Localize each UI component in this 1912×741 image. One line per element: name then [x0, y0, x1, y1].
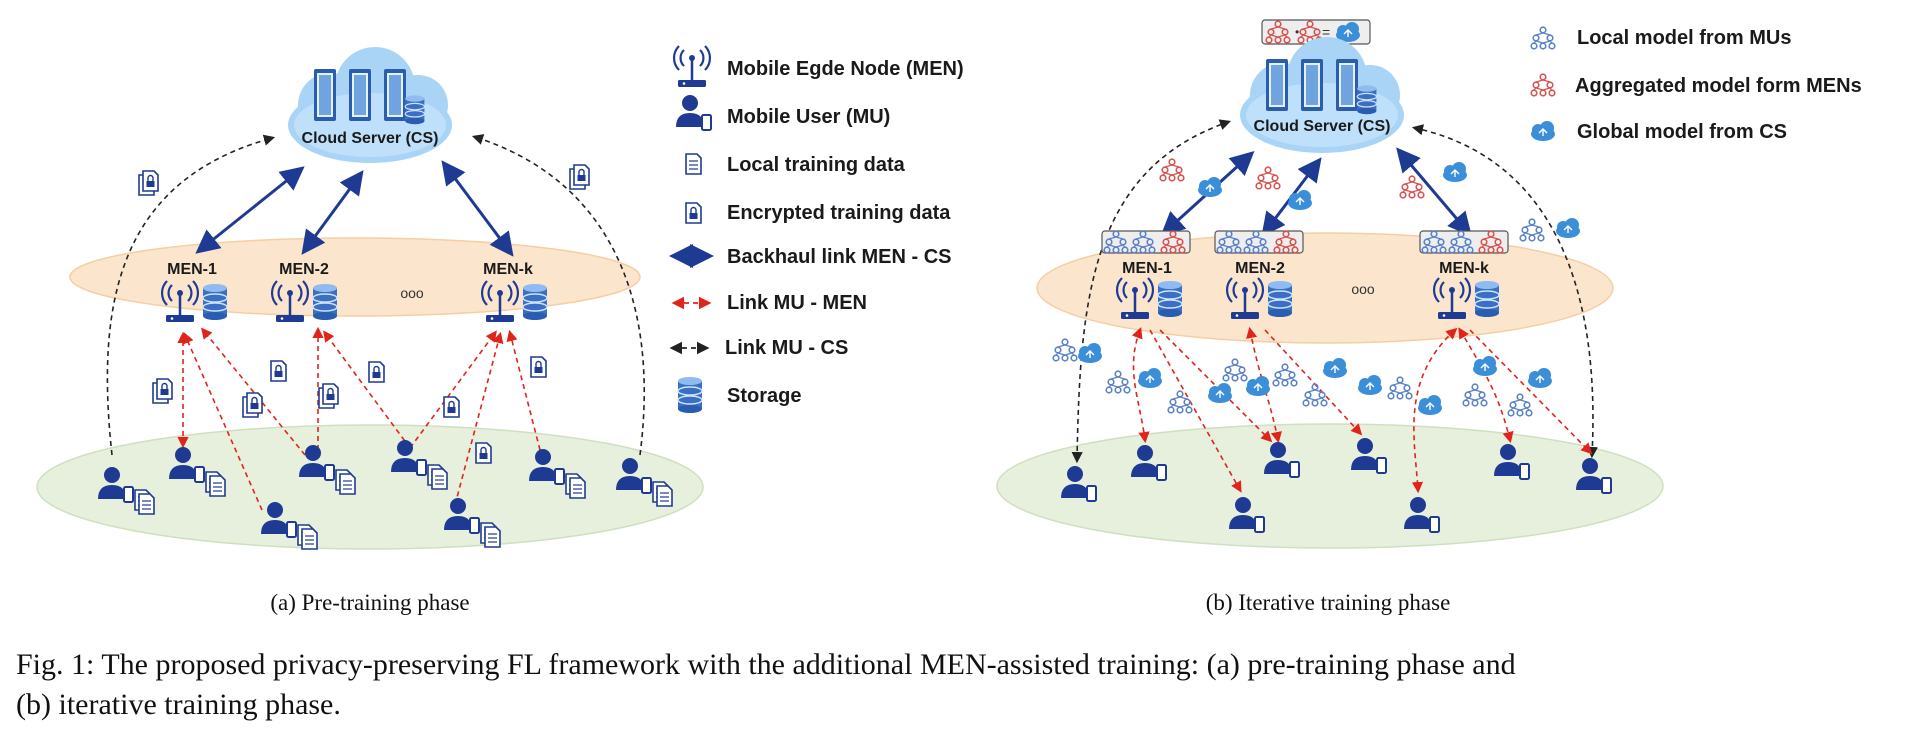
- aggregation-boxes: [1101, 230, 1509, 254]
- legend-item-global-model: Global model from CS: [1530, 120, 1787, 143]
- panel-b: • = Cloud Server (CS): [996, 19, 1664, 615]
- legend-item-aggregated-model: Aggregated model form MENs: [1530, 73, 1862, 97]
- svg-text:Global model from CS: Global model from CS: [1577, 121, 1787, 143]
- svg-text:Link MU - CS: Link MU - CS: [725, 337, 848, 359]
- svg-text:Encrypted training data: Encrypted training data: [727, 202, 951, 224]
- mu-men-links-b: [1131, 326, 1593, 494]
- svg-text:Local training data: Local training data: [727, 154, 906, 176]
- legend-item-mu-cs-link: Link MU - CS: [669, 337, 848, 359]
- legend-item-local-data: Local training data: [685, 153, 906, 176]
- legend-right: Local model from MUs Aggregated model fo…: [1530, 26, 1862, 143]
- men-node-1-b: MEN-1: [1115, 260, 1183, 321]
- legend-item-storage: Storage: [677, 376, 801, 414]
- svg-text:Backhaul link MEN - CS: Backhaul link MEN - CS: [727, 246, 952, 268]
- legend-item-mu-men-link: Link MU - MEN: [671, 292, 867, 314]
- cloud-label: Cloud Server (CS): [302, 130, 439, 147]
- mu-men-links: [177, 326, 541, 511]
- svg-text:MEN-1: MEN-1: [167, 261, 217, 278]
- model-icons-backhaul: [1159, 158, 1581, 242]
- legend-item-men: Mobile Egde Node (MEN): [672, 44, 964, 89]
- svg-text:Local model from MUs: Local model from MUs: [1577, 27, 1791, 49]
- edge-layer-ellipse: [69, 237, 641, 317]
- men-node-2: MEN-2: [270, 261, 338, 324]
- panel-a: Cloud Server (CS) MEN-1 MEN-2 ooo MEN-k: [36, 47, 704, 615]
- legend-item-backhaul: Backhaul link MEN - CS: [669, 244, 952, 268]
- men-node-2-b: MEN-2: [1225, 260, 1293, 321]
- caption-line-1: Fig. 1: The proposed privacy-preserving …: [16, 648, 1516, 681]
- svg-text:=: =: [1322, 24, 1330, 40]
- svg-text:MEN-k: MEN-k: [483, 261, 533, 278]
- men-node-1: MEN-1: [160, 261, 228, 324]
- svg-text:MEN-2: MEN-2: [1235, 260, 1285, 277]
- scattered-model-icons: [1052, 338, 1553, 417]
- men-ellipsis: ooo: [400, 285, 424, 301]
- svg-text:Mobile User (MU): Mobile User (MU): [727, 106, 890, 128]
- legend-item-encrypted-data: Encrypted training data: [685, 202, 951, 224]
- user-layer-ellipse: [36, 424, 704, 550]
- figure-caption: Fig. 1: The proposed privacy-preserving …: [16, 645, 1901, 725]
- svg-text:MEN-k: MEN-k: [1439, 260, 1489, 277]
- legend-left: Mobile Egde Node (MEN) Mobile User (MU) …: [669, 44, 964, 414]
- svg-text:Cloud Server (CS): Cloud Server (CS): [1254, 118, 1391, 135]
- svg-text:Storage: Storage: [727, 385, 801, 407]
- svg-text:•: •: [1295, 25, 1299, 39]
- mu-cs-links: [106, 134, 646, 456]
- mu-cs-links-b: [1071, 119, 1599, 464]
- global-model-box: • =: [1261, 19, 1371, 45]
- legend-item-local-model: Local model from MUs: [1530, 26, 1791, 50]
- svg-text:Link MU - MEN: Link MU - MEN: [727, 292, 867, 314]
- svg-text:MEN-2: MEN-2: [279, 261, 329, 278]
- subcaption-a: (a) Pre-training phase: [270, 590, 469, 615]
- subcaption-b: (b) Iterative training phase: [1206, 590, 1451, 615]
- legend-item-mu: Mobile User (MU): [675, 94, 890, 131]
- caption-line-2: (b) iterative training phase.: [16, 688, 341, 721]
- svg-text:Aggregated model form MENs: Aggregated model form MENs: [1575, 75, 1862, 97]
- men-node-k-b: MEN-k: [1432, 260, 1500, 321]
- men-node-k: MEN-k: [480, 261, 548, 324]
- men-ellipsis-b: ooo: [1351, 281, 1375, 297]
- svg-text:Mobile Egde Node (MEN): Mobile Egde Node (MEN): [727, 58, 964, 80]
- backhaul-links: [195, 160, 514, 257]
- user-layer-ellipse-b: [996, 423, 1664, 549]
- cloud-server-b: Cloud Server (CS): [1240, 37, 1404, 153]
- cloud-server: Cloud Server (CS): [288, 47, 452, 163]
- svg-text:MEN-1: MEN-1: [1122, 260, 1172, 277]
